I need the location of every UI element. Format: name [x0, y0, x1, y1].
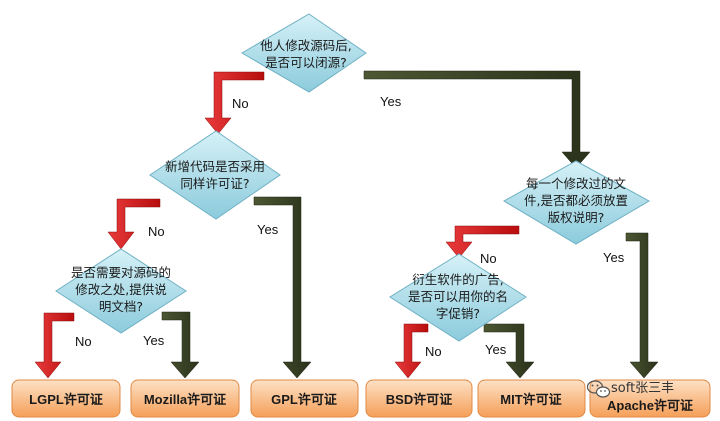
decision-q5-line2: 是否可以用你的名: [408, 289, 508, 304]
arrow-q2-no: [107, 198, 161, 250]
decision-q5-line3: 字促销?: [436, 306, 480, 321]
decision-q4-line3: 版权说明?: [548, 210, 605, 225]
arrow-q3-no: [34, 312, 75, 379]
arrow-q3-yes: [161, 311, 200, 379]
decision-q2-line2: 同样许可证?: [180, 176, 249, 191]
license-bsd: BSD许可证: [365, 379, 473, 418]
decision-q5: 衍生软件的广告, 是否可以用你的名 字促销?: [389, 253, 527, 342]
decision-q3: 是否需要对源码的 修改之处,提供说 明文档?: [55, 248, 187, 334]
license-lgpl: LGPL许可证: [11, 379, 121, 418]
watermark: soft张三丰: [586, 380, 674, 398]
wechat-icon: [586, 380, 611, 398]
license-bsd-label: BSD许可证: [386, 392, 452, 407]
decision-q3-line3: 明文档?: [99, 299, 143, 314]
arrow-q1-yes: [363, 70, 591, 169]
decision-q4: 每一个修改过的文 件,是否都必须放置 版权说明?: [502, 160, 651, 245]
arrow-q4-no: [445, 225, 520, 259]
watermark-text: soft张三丰: [611, 381, 674, 396]
decision-q1-line1: 他人修改源码后,: [260, 38, 351, 53]
label-q1-no: No: [232, 96, 249, 111]
license-mit-label: MIT许可证: [500, 392, 561, 407]
label-q5-no: No: [425, 344, 442, 359]
label-q3-yes: Yes: [143, 333, 165, 348]
license-apache-label: Apache许可证: [607, 398, 693, 413]
arrow-q1-no: [204, 71, 265, 135]
label-q3-no: No: [75, 334, 92, 349]
label-q5-yes: Yes: [485, 342, 507, 357]
decision-q3-line1: 是否需要对源码的: [71, 265, 171, 280]
label-q4-no: No: [480, 251, 497, 266]
label-q2-yes: Yes: [257, 222, 279, 237]
label-q4-yes: Yes: [603, 250, 625, 265]
decision-q5-line1: 衍生软件的广告,: [412, 272, 503, 287]
license-mozilla-label: Mozilla许可证: [144, 392, 226, 407]
license-lgpl-label: LGPL许可证: [29, 392, 103, 407]
decision-q3-line2: 修改之处,提供说: [75, 282, 166, 297]
arrow-q4-yes: [625, 232, 659, 379]
arrow-q5-yes: [483, 323, 535, 379]
decision-q2: 新增代码是否采用 同样许可证?: [149, 130, 281, 220]
license-gpl-label: GPL许可证: [271, 392, 337, 407]
decision-q2-line1: 新增代码是否采用: [165, 159, 265, 174]
license-apache: Apache许可证: [589, 379, 711, 418]
decision-q4-line2: 件,是否都必须放置: [524, 193, 628, 208]
decision-q4-line1: 每一个修改过的文: [526, 176, 627, 191]
arrow-q2-yes: [253, 196, 312, 379]
label-q1-yes: Yes: [380, 94, 402, 109]
arrow-q5-no: [394, 323, 429, 379]
label-q2-no: No: [148, 224, 165, 239]
decision-q1: 他人修改源码后, 是否可以闭源?: [241, 13, 367, 93]
license-gpl: GPL许可证: [250, 379, 359, 418]
decision-q1-line2: 是否可以闭源?: [265, 55, 347, 70]
license-mit: MIT许可证: [477, 379, 586, 418]
license-mozilla: Mozilla许可证: [130, 379, 240, 418]
